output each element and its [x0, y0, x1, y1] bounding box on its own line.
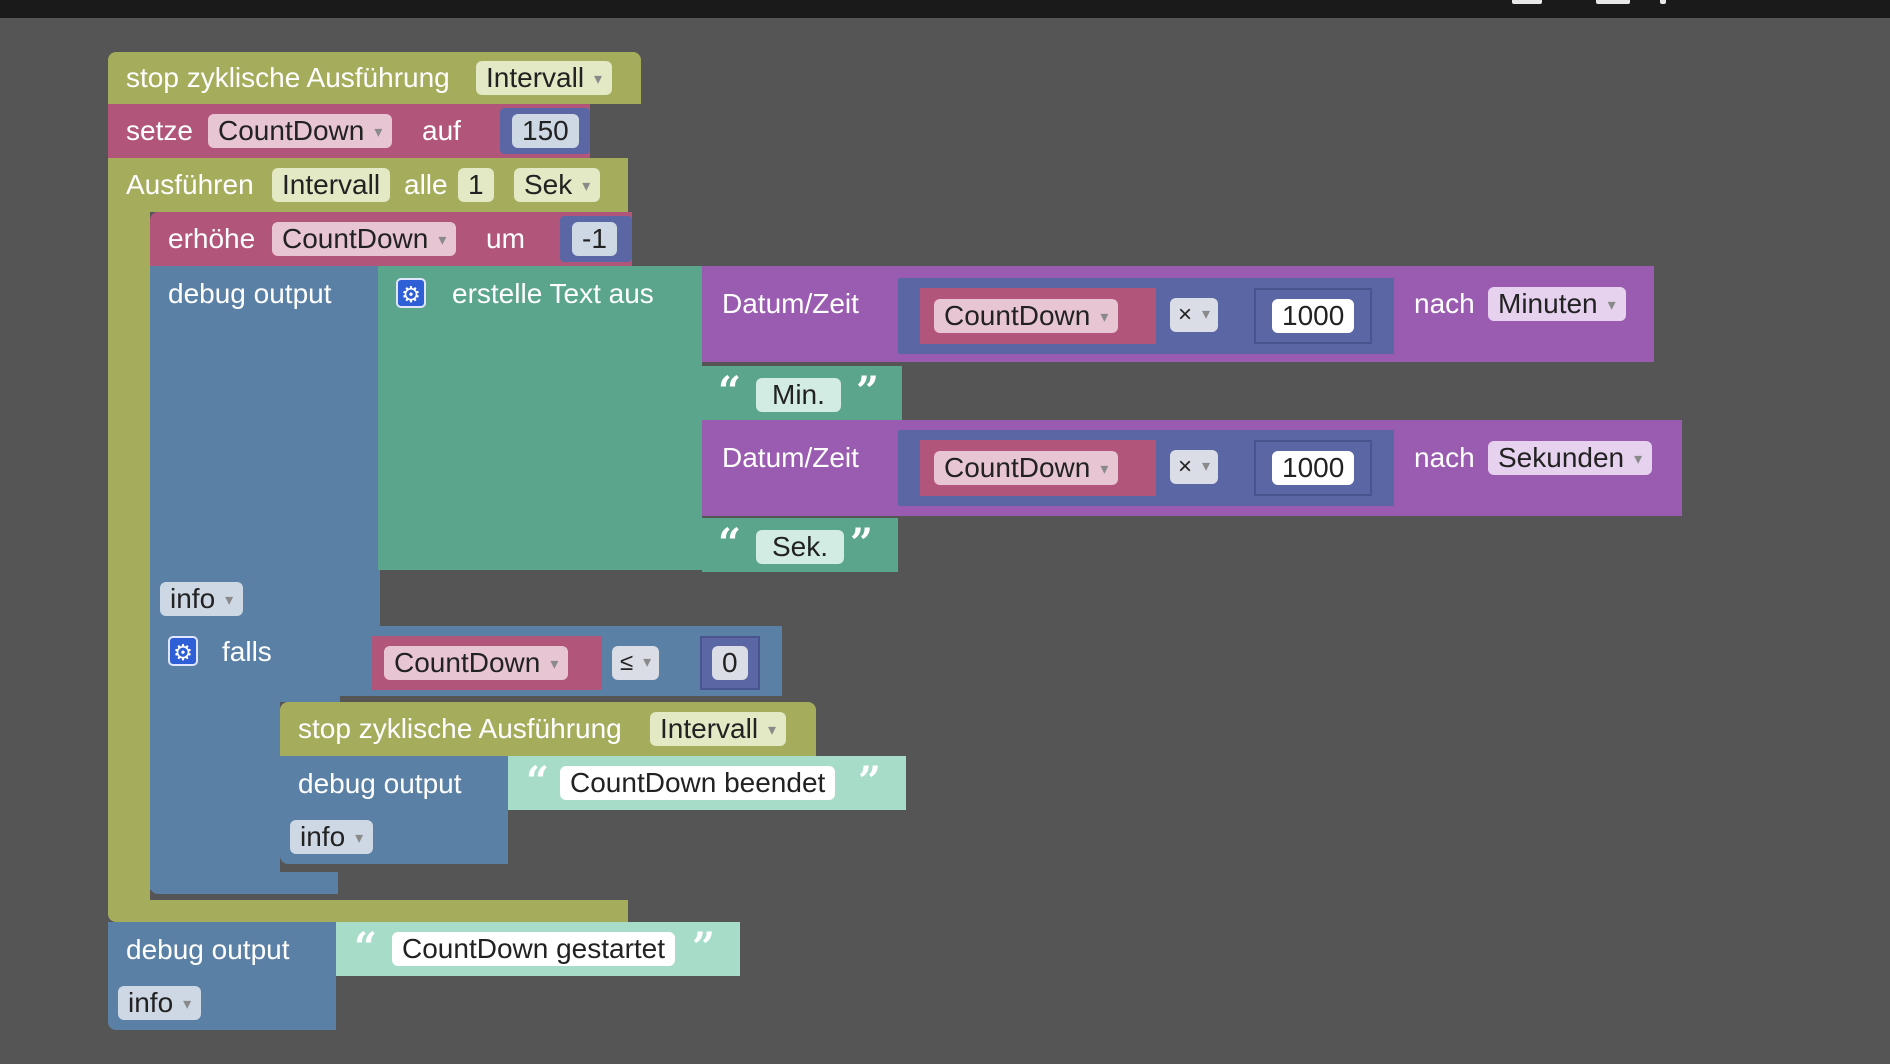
debug-start-text-field[interactable]: CountDown gestartet: [392, 932, 676, 966]
inner-debug-text-block[interactable]: “ CountDown beendet ”: [508, 756, 906, 810]
interval-block-spine: [108, 212, 150, 902]
stop-interval-block[interactable]: stop zyklische Ausführung Intervall: [108, 52, 641, 104]
compare-op-dropdown[interactable]: ≤: [612, 646, 660, 680]
set-variable-block[interactable]: setze CountDown auf 150: [108, 104, 590, 158]
quote-close-icon: ”: [856, 368, 880, 415]
datetime-unit-dropdown[interactable]: Minuten: [1488, 287, 1626, 321]
debug-start-label: debug output: [126, 934, 290, 965]
datetime-minutes-block[interactable]: Datum/Zeit CountDown × 1000 nach Minuten: [702, 266, 1654, 362]
create-text-label: erstelle Text aus: [452, 278, 654, 309]
factor-field[interactable]: 1000: [1272, 451, 1355, 485]
create-text-block[interactable]: ⚙ erstelle Text aus: [378, 266, 702, 570]
interval-block-bottom: [108, 900, 628, 922]
factor-block[interactable]: 1000: [1254, 440, 1372, 496]
quote-close-icon: ”: [692, 924, 716, 971]
datetime-to-label: nach: [1414, 442, 1475, 473]
compare-value-field[interactable]: 0: [712, 646, 748, 680]
increment-op-label: um: [486, 223, 525, 254]
string-sek-block[interactable]: “ Sek. ”: [702, 518, 898, 572]
interval-block[interactable]: Ausführen Intervall alle 1 Sek: [108, 158, 628, 212]
set-op-label: auf: [422, 115, 461, 146]
datetime-label: Datum/Zeit: [722, 442, 859, 473]
toolbar-icon-1[interactable]: [1512, 0, 1542, 4]
set-value-block[interactable]: 150: [500, 108, 590, 154]
debug-output-block[interactable]: debug output info: [150, 266, 380, 628]
increment-value-block[interactable]: -1: [560, 216, 632, 262]
quote-open-icon: “: [718, 368, 742, 415]
inner-stop-interval-block[interactable]: stop zyklische Ausführung Intervall: [280, 702, 816, 756]
datetime-to-label: nach: [1414, 288, 1475, 319]
quote-close-icon: ”: [858, 758, 882, 805]
compare-value-block[interactable]: 0: [700, 636, 760, 690]
countdown-var-block[interactable]: CountDown: [920, 288, 1156, 344]
interval-name-field[interactable]: Intervall: [272, 168, 391, 202]
increment-value-field[interactable]: -1: [572, 222, 617, 256]
countdown-var-block[interactable]: CountDown: [920, 440, 1156, 496]
multiply-op-dropdown[interactable]: ×: [1170, 298, 1219, 332]
set-label: setze: [126, 115, 193, 146]
if-block-spine: [150, 700, 280, 890]
toolbar-icon-2[interactable]: [1596, 0, 1630, 4]
countdown-var-dropdown[interactable]: CountDown: [934, 451, 1119, 485]
increment-block[interactable]: erhöhe CountDown um -1: [150, 212, 632, 266]
debug-start-level-dropdown[interactable]: info: [118, 986, 202, 1020]
if-block-bottom: [150, 872, 338, 894]
inner-debug-text-field[interactable]: CountDown beendet: [560, 766, 836, 800]
compare-var-dropdown[interactable]: CountDown: [384, 646, 569, 680]
if-label: falls: [222, 636, 272, 667]
interval-amount-field[interactable]: 1: [458, 168, 494, 202]
gear-icon[interactable]: ⚙: [396, 278, 426, 308]
multiply-op-dropdown[interactable]: ×: [1170, 450, 1219, 484]
string-min-field[interactable]: Min.: [756, 378, 841, 412]
increment-variable-dropdown[interactable]: CountDown: [272, 222, 457, 256]
string-sek-field[interactable]: Sek.: [756, 530, 845, 564]
inner-debug-level-dropdown[interactable]: info: [290, 820, 374, 854]
quote-open-icon: “: [718, 520, 742, 567]
debug-start-text-block[interactable]: “ CountDown gestartet ”: [336, 922, 740, 976]
debug-output-label: debug output: [168, 278, 332, 309]
inner-stop-target-dropdown[interactable]: Intervall: [650, 712, 787, 746]
multiply-block[interactable]: CountDown × 1000: [898, 278, 1394, 354]
interval-run-label: Ausführen: [126, 169, 254, 200]
factor-block[interactable]: 1000: [1254, 288, 1372, 344]
inner-stop-label: stop zyklische Ausführung: [298, 713, 622, 744]
debug-level-dropdown[interactable]: info: [160, 582, 244, 616]
datetime-seconds-block[interactable]: Datum/Zeit CountDown × 1000 nach Sekunde…: [702, 420, 1682, 516]
debug-output-start-block[interactable]: debug output info: [108, 922, 336, 1030]
increment-label: erhöhe: [168, 223, 256, 254]
datetime-label: Datum/Zeit: [722, 288, 859, 319]
factor-field[interactable]: 1000: [1272, 299, 1355, 333]
string-min-block[interactable]: “ Min. ”: [702, 366, 902, 420]
if-block[interactable]: ⚙ falls mache: [150, 626, 340, 743]
compare-block[interactable]: CountDown ≤ 0: [340, 626, 782, 696]
quote-close-icon: ”: [850, 520, 874, 567]
quote-open-icon: “: [354, 924, 378, 971]
compare-var-block[interactable]: CountDown: [372, 636, 602, 690]
inner-debug-output-block[interactable]: debug output info: [280, 756, 508, 864]
set-value-field[interactable]: 150: [512, 114, 579, 148]
datetime-unit-dropdown[interactable]: Sekunden: [1488, 441, 1653, 475]
interval-unit-dropdown[interactable]: Sek: [514, 168, 601, 202]
inner-debug-label: debug output: [298, 768, 462, 799]
countdown-var-dropdown[interactable]: CountDown: [934, 299, 1119, 333]
stop-interval-target-dropdown[interactable]: Intervall: [476, 61, 613, 95]
stop-interval-label: stop zyklische Ausführung: [126, 62, 450, 93]
quote-open-icon: “: [526, 758, 550, 805]
set-variable-dropdown[interactable]: CountDown: [208, 114, 393, 148]
multiply-block[interactable]: CountDown × 1000: [898, 430, 1394, 506]
toolbar-icon-3[interactable]: [1660, 0, 1666, 4]
interval-every-label: alle: [404, 169, 448, 200]
top-toolbar: [0, 0, 1890, 18]
gear-icon[interactable]: ⚙: [168, 636, 198, 666]
